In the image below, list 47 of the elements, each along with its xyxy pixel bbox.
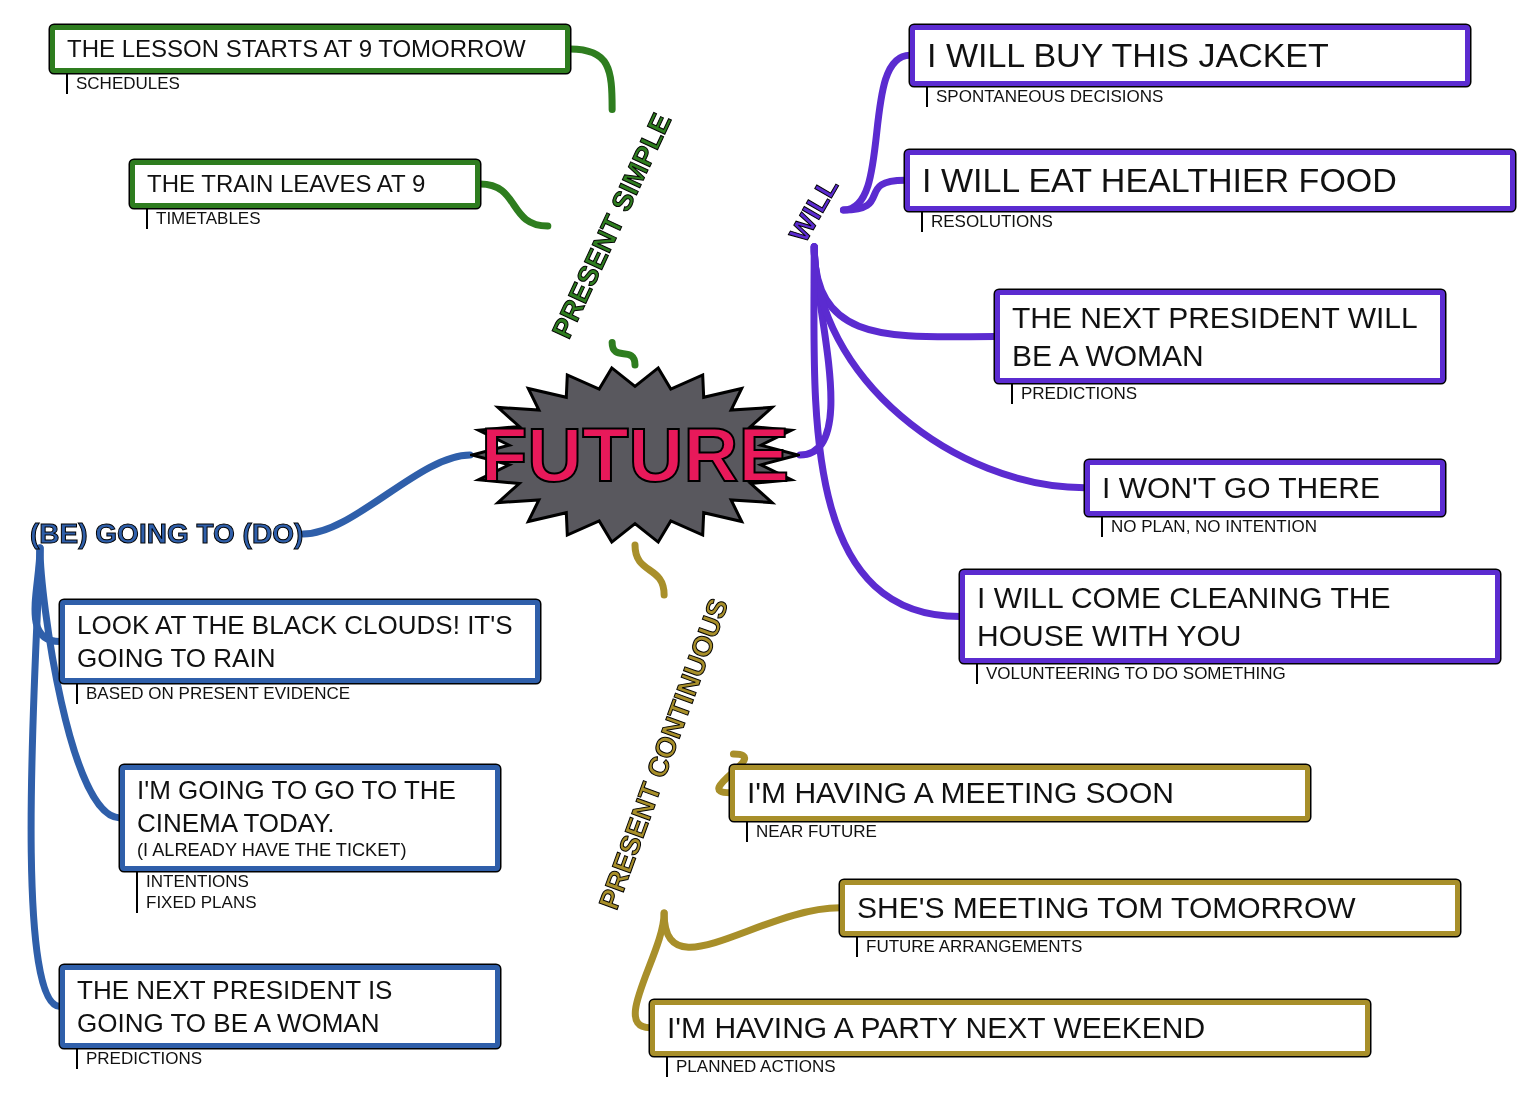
example-sentence: I WILL EAT HEALTHIER FOOD xyxy=(922,160,1398,201)
usage-label: NO PLAN, NO INTENTION xyxy=(1101,515,1317,537)
usage-label: PREDICTIONS xyxy=(76,1048,203,1070)
usage-label: INTENTIONS xyxy=(136,870,249,892)
usage-label: PLANNED ACTIONS xyxy=(666,1055,836,1077)
example-box xyxy=(840,880,1460,936)
example-sentence: I WILL COME CLEANING THE HOUSE WITH YOU xyxy=(977,580,1392,654)
central-title: FUTURE xyxy=(480,417,790,493)
example-box xyxy=(60,600,540,683)
branch-line xyxy=(608,339,639,369)
example-sentence: I WON'T GO THERE xyxy=(1102,470,1381,506)
example-sentence: THE NEXT PRESIDENT WILL BE A WOMAN xyxy=(1012,300,1418,374)
example-sentence: LOOK AT THE BLACK CLOUDS! IT'S GOING TO RAIN xyxy=(77,609,514,674)
usage-label: SPONTANEOUS DECISIONS xyxy=(926,85,1164,107)
usage-label: NEAR FUTURE xyxy=(746,820,877,842)
branch-label: (BE) GOING TO (DO) xyxy=(30,520,304,548)
example-box xyxy=(50,25,570,73)
usage-label: FUTURE ARRANGEMENTS xyxy=(856,935,1083,957)
example-sentence: SHE'S MEETING TOM TOMORROW xyxy=(857,890,1357,926)
example-box xyxy=(60,965,500,1048)
example-box xyxy=(995,290,1445,383)
example-sentence: I'M HAVING A MEETING SOON xyxy=(747,775,1175,811)
example-sentence: THE NEXT PRESIDENT IS GOING TO BE A WOMAN xyxy=(77,974,394,1039)
branch-line xyxy=(631,909,668,1032)
usage-label: VOLUNTEERING TO DO SOMETHING xyxy=(976,663,1286,685)
example-sentence: THE TRAIN LEAVES AT 9 xyxy=(147,169,427,199)
example-box xyxy=(120,765,500,871)
example-sentence: I'M HAVING A PARTY NEXT WEEKEND xyxy=(667,1010,1207,1046)
example-sentence: (I ALREADY HAVE THE TICKET) xyxy=(137,839,408,862)
example-box xyxy=(960,570,1500,663)
branch-line xyxy=(631,541,668,599)
example-box xyxy=(1085,460,1445,516)
example-box xyxy=(905,150,1515,211)
usage-label: BASED ON PRESENT EVIDENCE xyxy=(76,683,351,705)
example-box xyxy=(650,1000,1370,1056)
example-box xyxy=(910,25,1470,86)
example-sentence: I WILL BUY THIS JACKET xyxy=(927,35,1330,76)
example-sentence: THE LESSON STARTS AT 9 TOMORROW xyxy=(67,34,527,64)
usage-label: FIXED PLANS xyxy=(136,892,257,914)
usage-label: SCHEDULES xyxy=(66,73,180,95)
usage-label: PREDICTIONS xyxy=(1011,383,1138,405)
usage-label: RESOLUTIONS xyxy=(921,210,1053,232)
example-box xyxy=(730,765,1310,821)
example-box xyxy=(130,160,480,208)
usage-label: TIMETABLES xyxy=(146,208,261,230)
branch-line xyxy=(715,750,748,797)
example-sentence: I'M GOING TO GO TO THE CINEMA TODAY. xyxy=(137,774,457,839)
